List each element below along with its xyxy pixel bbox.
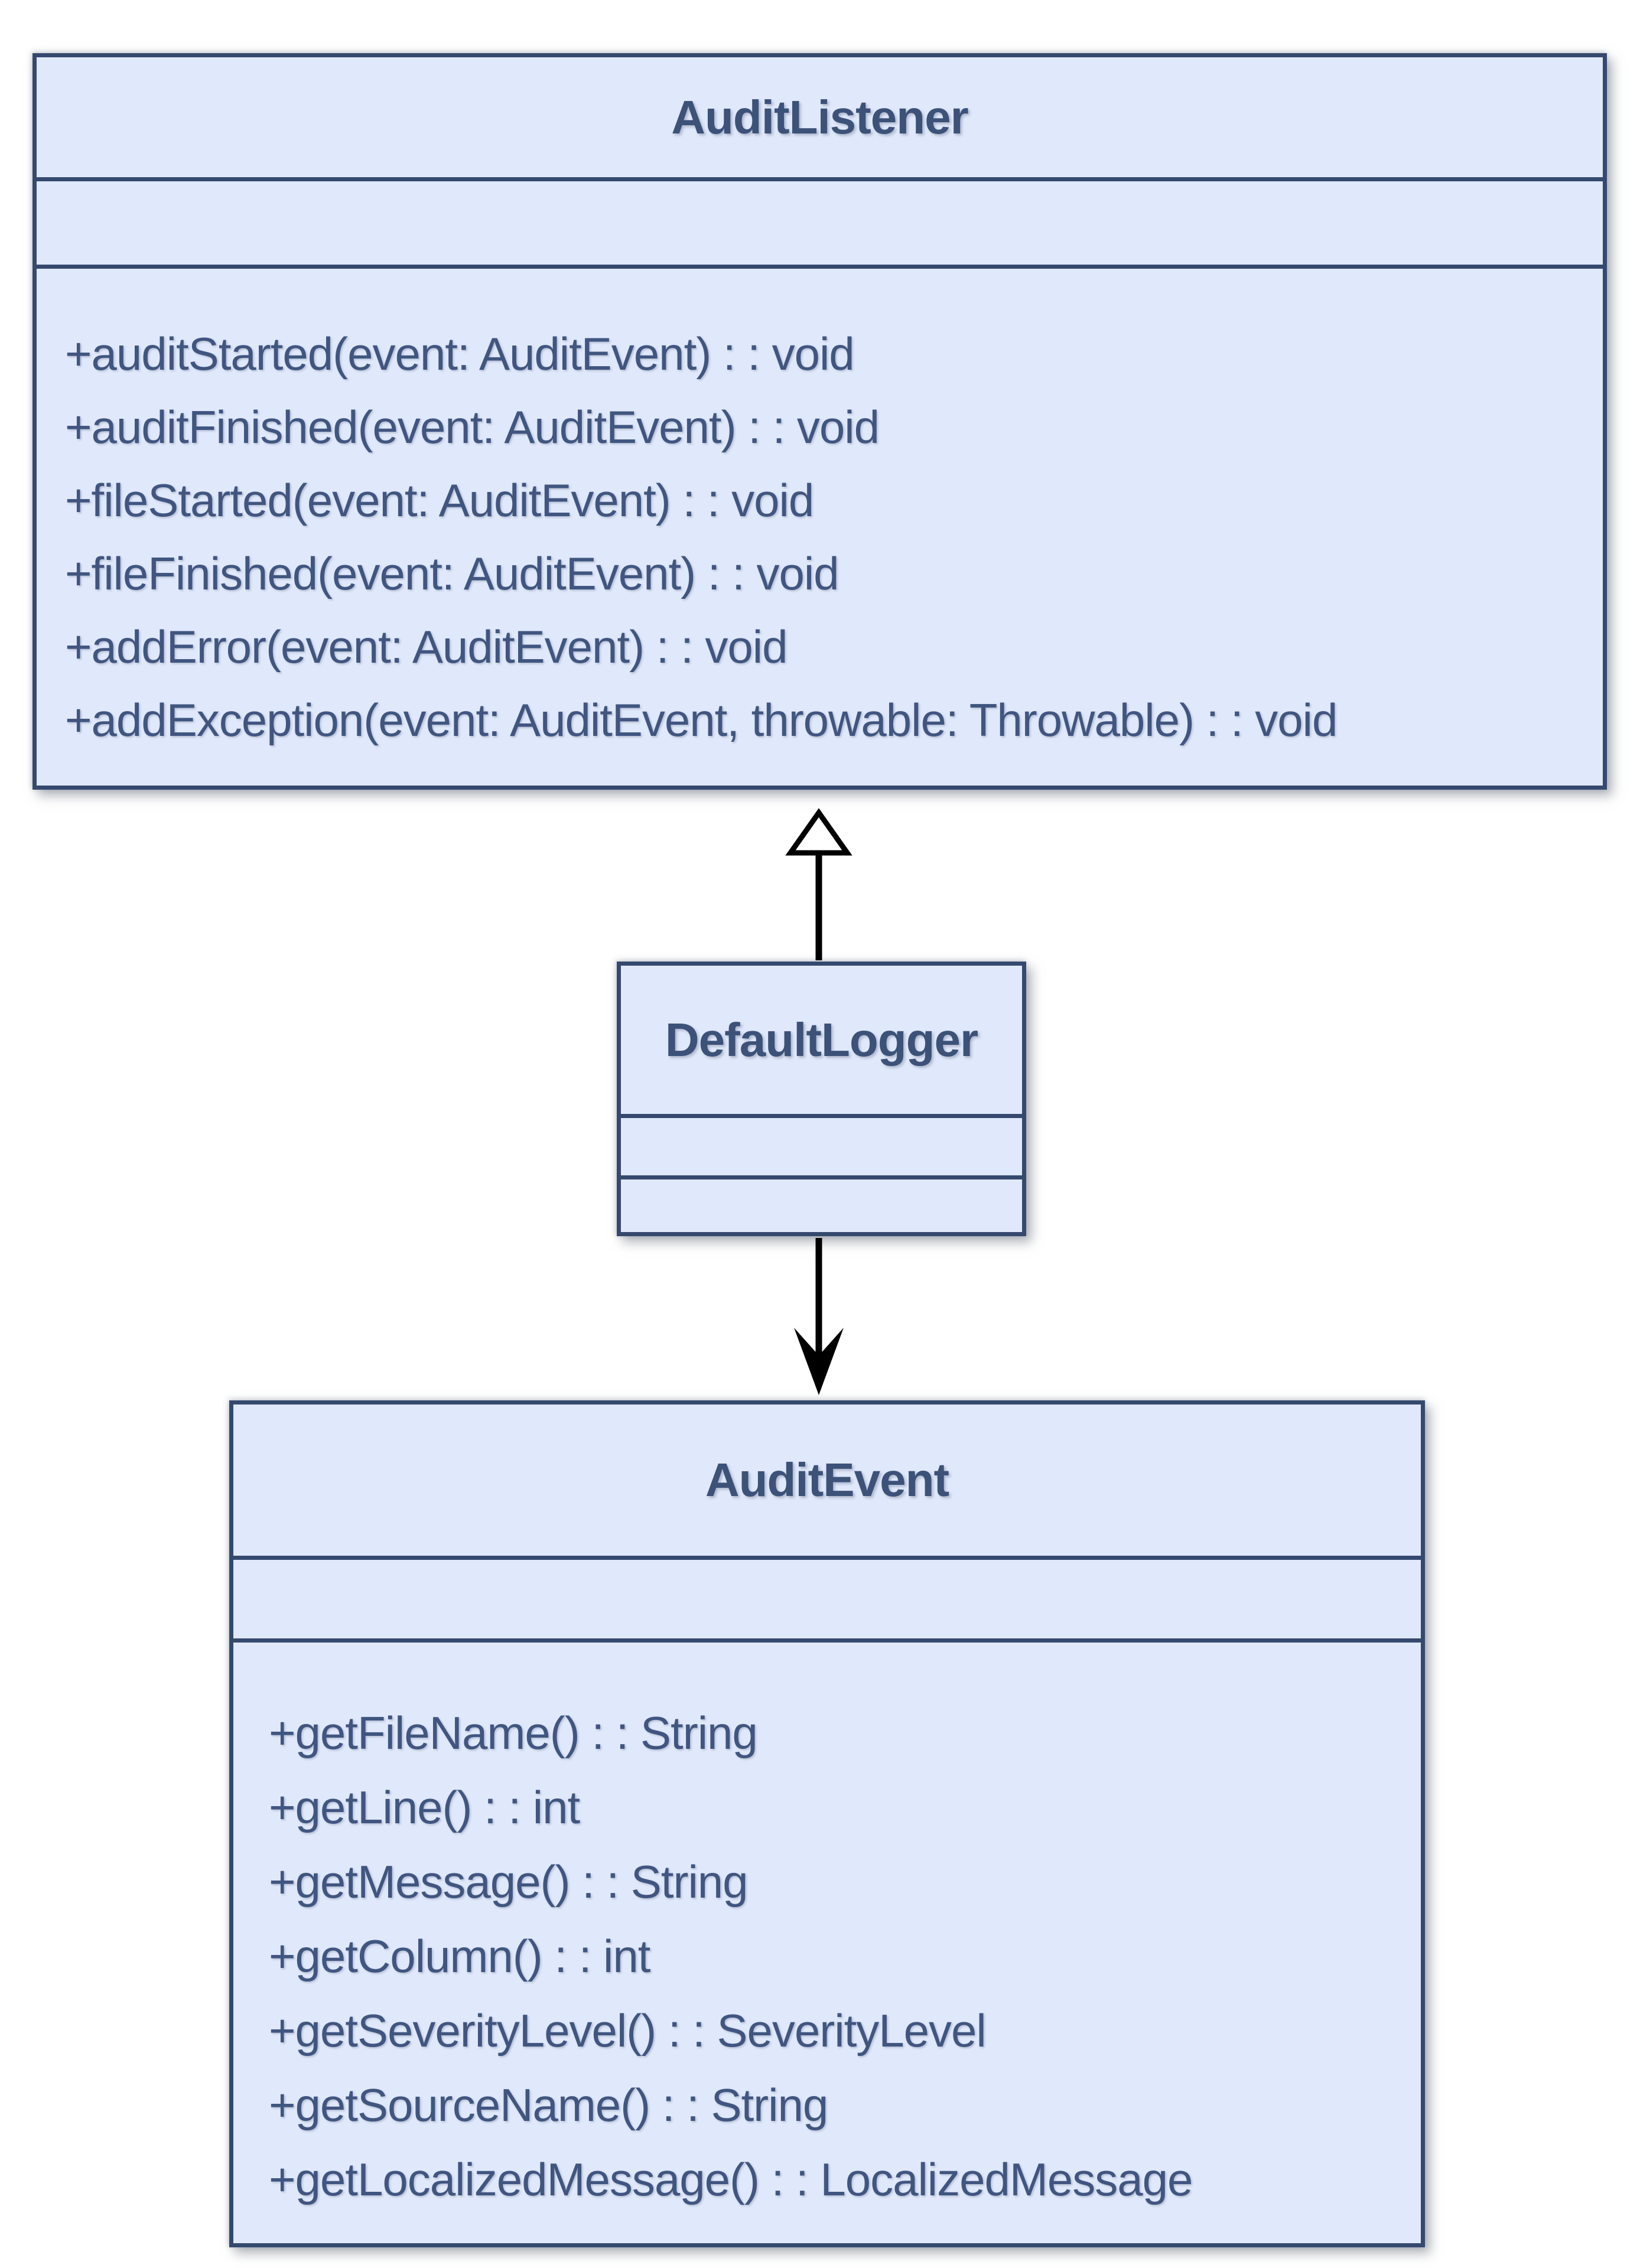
generalization-connector (785, 808, 852, 960)
method-item: +getMessage() : : String (269, 1856, 749, 1908)
class-name-auditevent: AuditEvent (705, 1454, 949, 1506)
class-box-auditevent: AuditEvent +getFileName() : : String +ge… (229, 1400, 1425, 2247)
class-name-defaultlogger: DefaultLogger (665, 1013, 978, 1066)
methods-section-auditlistener: +auditStarted(event: AuditEvent) : : voi… (37, 269, 1603, 786)
class-box-auditlistener: AuditListener +auditStarted(event: Audit… (32, 53, 1607, 790)
class-title-section: AuditListener (37, 57, 1603, 181)
hollow-triangle-arrowhead-icon (785, 808, 852, 856)
method-item: +addError(event: AuditEvent) : : void (65, 621, 788, 673)
association-connector (794, 1238, 844, 1395)
attributes-section-defaultlogger (621, 1118, 1022, 1179)
class-title-section: AuditEvent (233, 1405, 1421, 1560)
class-title-section: DefaultLogger (621, 966, 1022, 1118)
method-item: +auditFinished(event: AuditEvent) : : vo… (65, 401, 880, 453)
methods-section-defaultlogger (621, 1179, 1022, 1232)
class-name-auditlistener: AuditListener (671, 90, 969, 144)
method-item: +getFileName() : : String (269, 1707, 758, 1759)
methods-section-auditevent: +getFileName() : : String +getLine() : :… (233, 1643, 1421, 2243)
method-item: +getColumn() : : int (269, 1930, 650, 1982)
open-arrowhead-icon (794, 1328, 844, 1395)
class-box-defaultlogger: DefaultLogger (617, 962, 1026, 1236)
method-item: +getLocalizedMessage() : : LocalizedMess… (269, 2153, 1193, 2205)
method-item: +fileStarted(event: AuditEvent) : : void (65, 474, 814, 526)
attributes-section-auditevent (233, 1560, 1421, 1643)
method-item: +getSourceName() : : String (269, 2079, 828, 2131)
method-item: +getLine() : : int (269, 1781, 580, 1833)
method-item: +addException(event: AuditEvent, throwab… (65, 694, 1338, 746)
method-item: +auditStarted(event: AuditEvent) : : voi… (65, 328, 855, 380)
method-item: +fileFinished(event: AuditEvent) : : voi… (65, 548, 839, 599)
method-item: +getSeverityLevel() : : SeverityLevel (269, 2005, 987, 2057)
attributes-section-auditlistener (37, 181, 1603, 269)
